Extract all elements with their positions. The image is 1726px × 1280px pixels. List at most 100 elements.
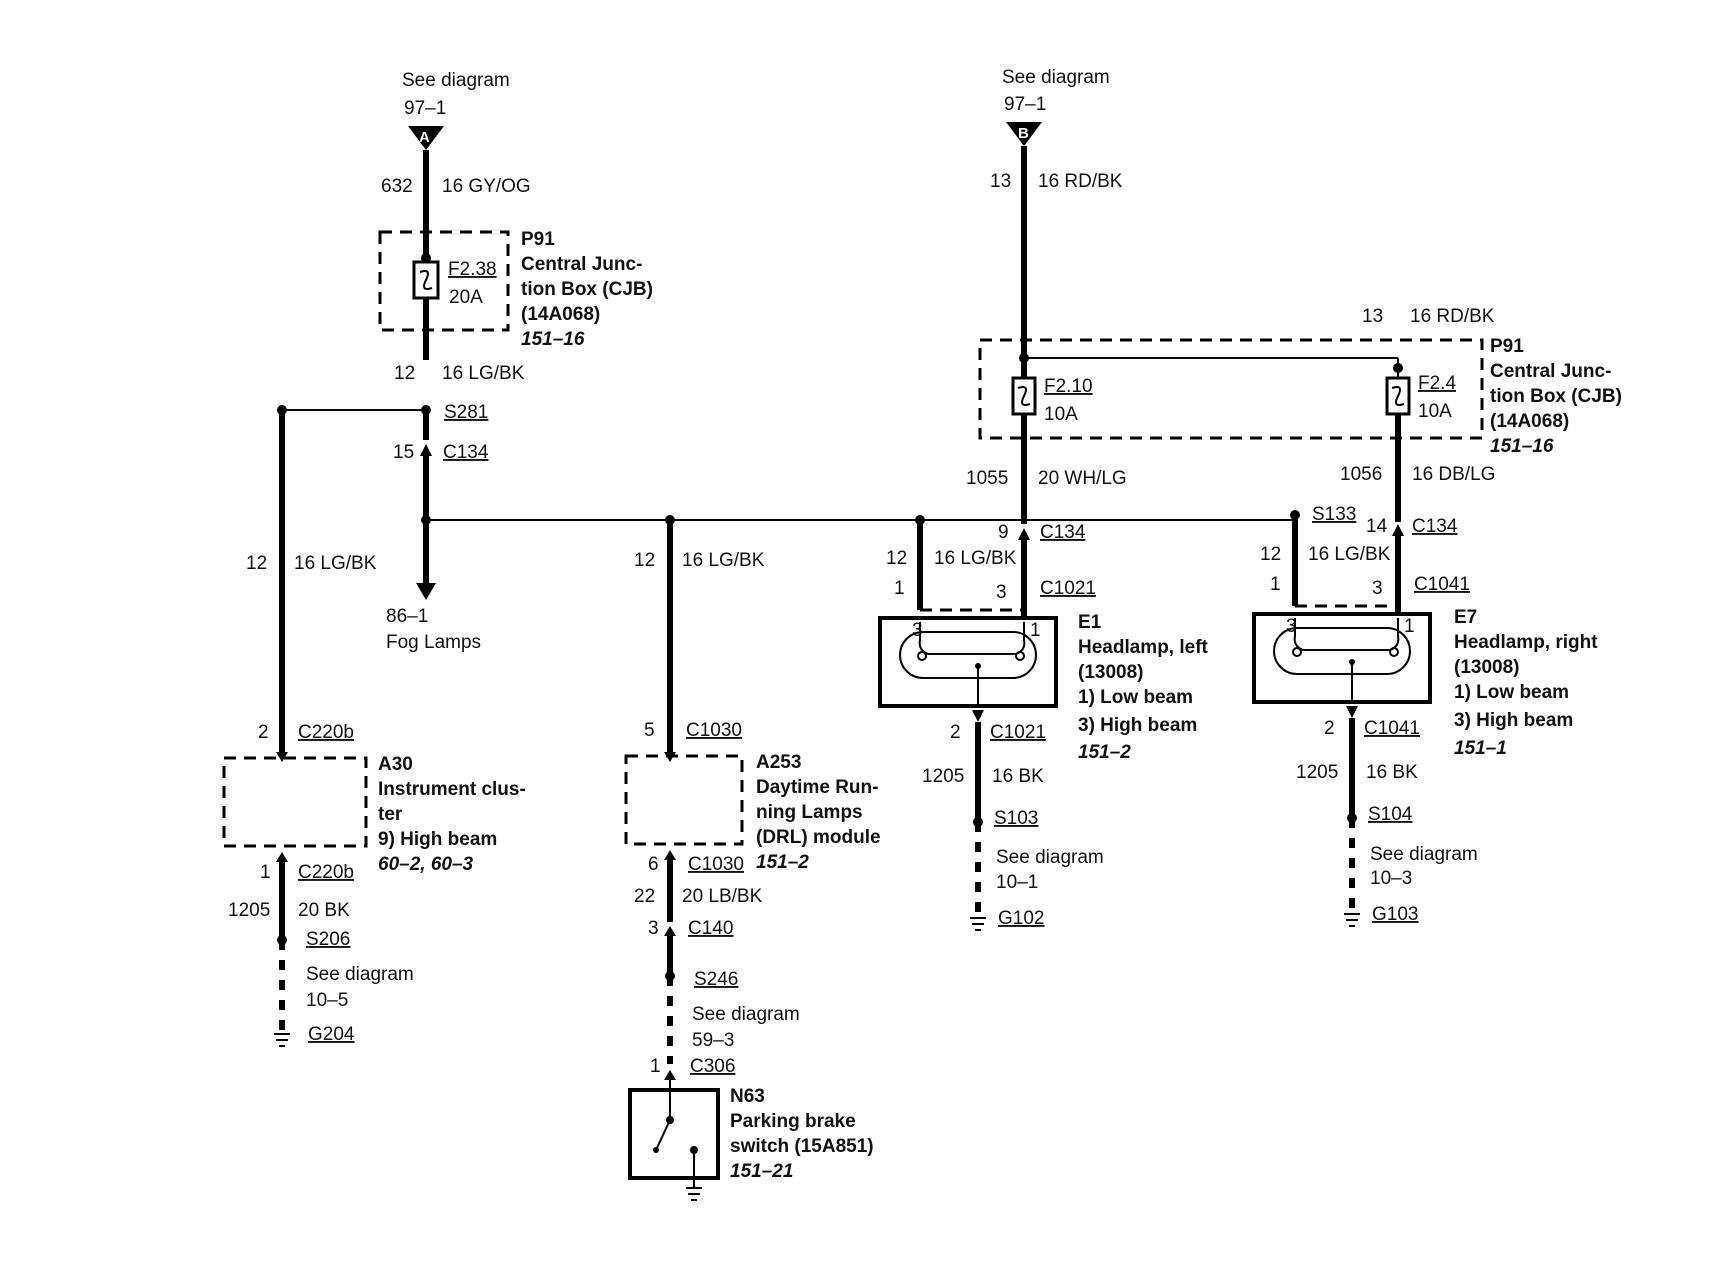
s246-see-l2: 59–3 bbox=[692, 1030, 734, 1051]
fuse-f210-label: F2.10 bbox=[1044, 376, 1093, 397]
a30-id: A30 bbox=[378, 754, 413, 775]
fuse-f238-element-icon bbox=[419, 270, 433, 290]
n63-ground-icon bbox=[686, 1187, 702, 1201]
cjb-right-box bbox=[978, 338, 1484, 440]
ref-a-line1: See diagram bbox=[402, 70, 510, 91]
a253-id: A253 bbox=[756, 752, 801, 773]
n63-line1: Parking brake bbox=[730, 1111, 856, 1132]
c1041b-pin-icon bbox=[1346, 706, 1358, 718]
ref-a-letter: A bbox=[419, 129, 430, 146]
ref-a-arrow-icon bbox=[408, 126, 444, 150]
c306-pin-icon bbox=[664, 1070, 676, 1080]
wire-12a-number: 12 bbox=[394, 363, 415, 384]
wire-13a-gauge: 16 RD/BK bbox=[1038, 171, 1123, 192]
c134a-pin-icon bbox=[420, 444, 432, 456]
cjb-left-line3: (14A068) bbox=[521, 304, 600, 325]
c220b-top-pin: 2 bbox=[258, 722, 269, 743]
wire-1205b-number: 1205 bbox=[922, 766, 964, 787]
c134c-pin-icon bbox=[1392, 524, 1404, 536]
headlamp-left-bulb-icon bbox=[899, 622, 1037, 706]
a253-line3: (DRL) module bbox=[756, 827, 881, 848]
e7-line1: Headlamp, right bbox=[1454, 632, 1598, 653]
c220b-top-label: C220b bbox=[298, 722, 354, 743]
c1021b-pin-icon bbox=[972, 710, 984, 722]
c1021-pin3: 3 bbox=[996, 582, 1007, 603]
c1030-bot-pin: 6 bbox=[648, 854, 659, 875]
c306-pin: 1 bbox=[650, 1056, 661, 1077]
c1041-pin1: 1 bbox=[1270, 574, 1281, 595]
c134c-pin: 14 bbox=[1366, 516, 1388, 537]
wire-22-gauge: 20 LB/BK bbox=[682, 886, 763, 907]
c1021b-pin: 2 bbox=[950, 722, 961, 743]
e7-line4: 3) High beam bbox=[1454, 710, 1573, 731]
wire-1205a-gauge: 20 BK bbox=[298, 900, 350, 921]
c1041b-pin: 2 bbox=[1324, 718, 1335, 739]
fuse-f24-label: F2.4 bbox=[1418, 373, 1456, 394]
c134b-label: C134 bbox=[1040, 522, 1086, 543]
e1-line4: 3) High beam bbox=[1078, 715, 1197, 736]
g204-ground-icon bbox=[274, 1033, 290, 1047]
ref-b-arrow-icon bbox=[1006, 122, 1042, 146]
wire-12d-gauge: 16 LG/BK bbox=[934, 548, 1017, 569]
s103-label: S103 bbox=[994, 808, 1038, 829]
n63-id: N63 bbox=[730, 1086, 765, 1107]
g102-ground-icon bbox=[970, 917, 986, 931]
s246-see-l1: See diagram bbox=[692, 1004, 800, 1025]
cjb-left-line1: Central Junc- bbox=[521, 254, 642, 275]
s133-label: S133 bbox=[1312, 504, 1356, 525]
c220b-bot-pin-icon bbox=[276, 852, 288, 862]
ref-b-line1: See diagram bbox=[1002, 67, 1110, 88]
c220b-bot-label: C220b bbox=[298, 862, 354, 883]
cjb-left-id: P91 bbox=[521, 229, 555, 250]
wire-13b-number: 13 bbox=[1362, 306, 1383, 327]
wire-1055-gauge: 20 WH/LG bbox=[1038, 468, 1127, 489]
wire-12c-number: 12 bbox=[634, 550, 655, 571]
wire-632-number: 632 bbox=[381, 176, 413, 197]
g102-label: G102 bbox=[998, 908, 1044, 929]
a30-ref: 60–2, 60–3 bbox=[378, 854, 474, 875]
wire-1205c-gauge: 16 BK bbox=[1366, 762, 1418, 783]
c1030-top-pin: 5 bbox=[644, 720, 655, 741]
wire-13b-gauge: 16 RD/BK bbox=[1410, 306, 1495, 327]
n63-ref: 151–21 bbox=[730, 1161, 793, 1182]
e7-ref: 151–1 bbox=[1454, 738, 1507, 759]
wire-1056-number: 1056 bbox=[1340, 464, 1382, 485]
e7-pin-right: 1 bbox=[1404, 616, 1415, 637]
wire-12e-gauge: 16 LG/BK bbox=[1308, 544, 1391, 565]
fuse-f24-element-icon bbox=[1391, 386, 1405, 406]
e1-line1: Headlamp, left bbox=[1078, 637, 1209, 658]
wire-12b-gauge: 16 LG/BK bbox=[294, 553, 377, 574]
cjb-right-line3: (14A068) bbox=[1490, 411, 1569, 432]
c140-pin: 3 bbox=[648, 918, 659, 939]
fuse-f238-amp: 20A bbox=[449, 287, 483, 308]
c134b-pin-icon bbox=[1018, 528, 1030, 540]
fuse-f210-element-icon bbox=[1017, 386, 1031, 406]
a30-line2: ter bbox=[378, 804, 403, 825]
c220b-top-pin-icon bbox=[276, 752, 288, 762]
wire-1056-gauge: 16 DB/LG bbox=[1412, 464, 1495, 485]
fuse-f210-amp: 10A bbox=[1044, 404, 1078, 425]
s206-see-l2: 10–5 bbox=[306, 990, 348, 1011]
wire-12a-gauge: 16 LG/BK bbox=[442, 363, 525, 384]
c1030-bot-label: C1030 bbox=[688, 854, 744, 875]
c134a-label: C134 bbox=[443, 442, 489, 463]
e1-ref: 151–2 bbox=[1078, 742, 1131, 763]
headlamp-right-bulb-icon bbox=[1273, 618, 1411, 702]
cjb-right-id: P91 bbox=[1490, 336, 1524, 357]
e7-id: E7 bbox=[1454, 607, 1477, 628]
c1030-top-label: C1030 bbox=[686, 720, 742, 741]
e1-line2: (13008) bbox=[1078, 662, 1144, 683]
e1-pin-left: 3 bbox=[912, 620, 923, 641]
wire-12c-gauge: 16 LG/BK bbox=[682, 550, 765, 571]
a253-ref: 151–2 bbox=[756, 852, 809, 873]
s103-see-l2: 10–1 bbox=[996, 872, 1038, 893]
a253-line2: ning Lamps bbox=[756, 802, 863, 823]
c1041-pin3: 3 bbox=[1372, 578, 1383, 599]
c220b-bot-pin: 1 bbox=[260, 862, 271, 883]
c140-label: C140 bbox=[688, 918, 733, 939]
c1041-label: C1041 bbox=[1414, 574, 1470, 595]
c134b-pin: 9 bbox=[998, 522, 1009, 543]
cjb-left-line2: tion Box (CJB) bbox=[521, 279, 653, 300]
fuse-f238-label: F2.38 bbox=[448, 259, 497, 280]
